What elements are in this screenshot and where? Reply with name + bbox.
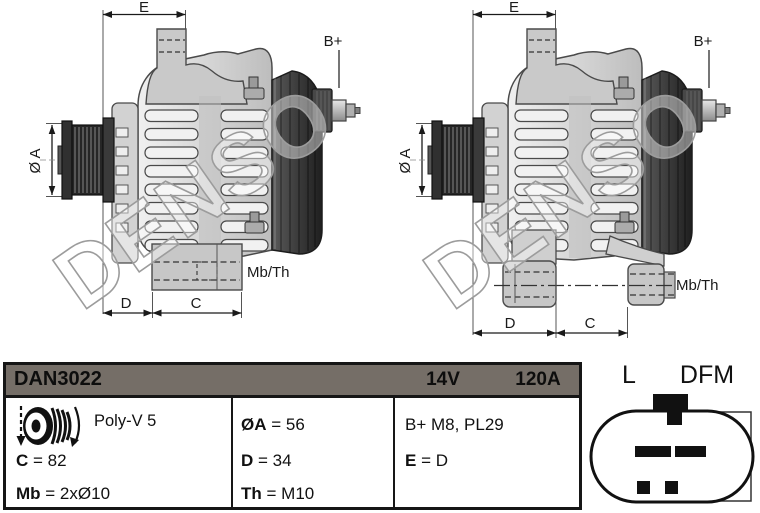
bottom-lug-left-drawing xyxy=(151,243,243,291)
terminal-b-label: B+ xyxy=(324,33,343,50)
spec-col-pulley: Poly-V 5 C = 82 Mb = 2xØ10 xyxy=(6,398,233,507)
mount-mb-th-label: Mb/Th xyxy=(247,264,290,281)
connector-top-key-stem xyxy=(667,410,682,425)
connector-diagram: L DFM xyxy=(583,357,760,513)
alternator-drawing-right: E B+ Ø A D C Mb/Th DENSO xyxy=(397,0,731,338)
connector-pin-l xyxy=(635,446,671,457)
pulley-type: Poly-V 5 xyxy=(94,412,157,430)
dim-d-label: D xyxy=(121,295,132,312)
spec-col-dimensions: ØA = 56 D = 34 Th = M10 xyxy=(233,398,395,507)
connector-pin-dfm-label: DFM xyxy=(680,361,734,389)
dim-e-label: E xyxy=(139,0,149,16)
spec-mb: Mb = 2xØ10 xyxy=(16,484,111,503)
alternator-drawing-left: E B+ Ø A D C Mb/Th DENSO xyxy=(27,0,361,328)
amperage-rating: 120A xyxy=(515,369,561,390)
spec-table-header: DAN3022 14V 120A xyxy=(6,365,579,398)
dim-dia-a-label: Ø A xyxy=(27,148,44,173)
voltage-rating: 14V xyxy=(426,369,460,390)
part-number: DAN3022 xyxy=(14,368,102,390)
spec-b-terminal: B+ M8, PL29 xyxy=(405,415,504,434)
connector-top-key xyxy=(653,394,688,412)
spec-e: E = D xyxy=(405,451,449,470)
spec-th: Th = M10 xyxy=(241,484,315,503)
connector-bottom-key-2 xyxy=(665,481,678,494)
dim-dia-a-label: Ø A xyxy=(397,148,414,173)
dimension-d-c xyxy=(103,292,242,318)
spec-col-terminal: B+ M8, PL29 E = D xyxy=(395,398,579,507)
dim-c-label: C xyxy=(191,295,202,312)
dimension-d-c xyxy=(473,268,628,338)
mount-mb-th-label: Mb/Th xyxy=(676,277,719,294)
spec-c: C = 82 xyxy=(16,451,67,470)
pulley-icon xyxy=(16,406,81,447)
connector-bottom-key-1 xyxy=(637,481,650,494)
dim-c-label: C xyxy=(585,315,596,332)
spec-dia-a: ØA = 56 xyxy=(241,415,305,434)
connector-svg: L DFM xyxy=(589,361,755,504)
connector-pin-dfm xyxy=(675,446,706,457)
spec-table: DAN3022 14V 120A xyxy=(3,362,582,510)
dim-d-label: D xyxy=(505,315,516,332)
connector-pin-l-label: L xyxy=(622,361,636,389)
dim-e-label: E xyxy=(509,0,519,16)
spec-d: D = 34 xyxy=(241,451,292,470)
terminal-b-label: B+ xyxy=(694,33,713,50)
bottom-lugs-right-drawing xyxy=(494,229,676,308)
